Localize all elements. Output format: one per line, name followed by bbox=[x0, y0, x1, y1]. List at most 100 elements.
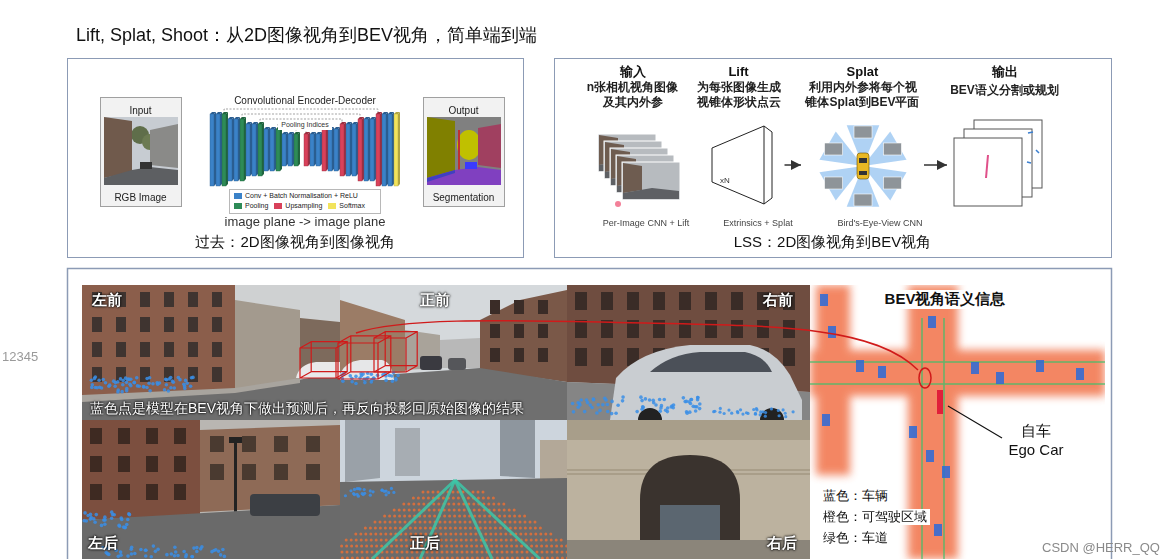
camera-view: 正后 bbox=[340, 420, 567, 559]
diagram-heading: Convolutional Encoder-Decoder bbox=[234, 95, 376, 108]
camera-image bbox=[541, 557, 544, 559]
camera-image bbox=[555, 545, 558, 548]
camera-image bbox=[540, 440, 567, 480]
camera-image bbox=[534, 521, 537, 524]
text-slot: Lift, Splat, Shoot：从2D图像视角到BEV视角，简单端到端 bbox=[76, 24, 537, 47]
camera-image bbox=[523, 515, 526, 518]
bev-map-image bbox=[810, 285, 1105, 559]
encoder-decoder-layers bbox=[380, 112, 382, 186]
text-slot: Per-Image CNN + Lift bbox=[603, 212, 689, 230]
camera-image bbox=[118, 456, 130, 472]
camera-image bbox=[501, 557, 504, 559]
camera-image bbox=[191, 555, 195, 559]
camera-image bbox=[446, 557, 449, 559]
camera-image bbox=[493, 509, 496, 512]
camera-view: 左后 bbox=[82, 420, 340, 559]
camera-image bbox=[472, 503, 475, 506]
camera-image bbox=[404, 533, 407, 536]
camera-image bbox=[90, 484, 102, 500]
camera-image bbox=[545, 545, 548, 548]
camera-image bbox=[456, 557, 459, 559]
camera-image bbox=[601, 403, 605, 407]
camera-image bbox=[82, 285, 340, 420]
camera-image bbox=[359, 533, 362, 536]
camera-image bbox=[465, 539, 468, 542]
camera-image bbox=[370, 372, 374, 376]
camera-image bbox=[384, 521, 387, 524]
camera-image bbox=[567, 420, 810, 440]
text-slot: 利用内外参将每个视 锥体Splat到BEV平面 bbox=[801, 80, 924, 110]
camera-image bbox=[718, 411, 721, 414]
color-key-text: 绿色：车道 bbox=[820, 530, 891, 546]
projected-3d-box bbox=[300, 342, 347, 378]
encoder-decoder-layers bbox=[358, 119, 362, 181]
camera-image bbox=[526, 557, 529, 559]
camera-image bbox=[210, 436, 224, 452]
camera-image bbox=[93, 377, 97, 381]
camera-image bbox=[221, 548, 225, 552]
encoder-decoder-layers bbox=[352, 122, 358, 176]
camera-image bbox=[497, 503, 500, 506]
bev-map-image bbox=[856, 360, 864, 372]
text-slot: BEV视角语义信息 bbox=[860, 290, 1030, 309]
leader-line bbox=[948, 406, 1002, 438]
encoder-decoder-layers bbox=[398, 112, 400, 186]
camera-image bbox=[90, 456, 102, 472]
camera-image bbox=[116, 342, 126, 357]
camera-image bbox=[535, 545, 538, 548]
encoder-decoder-layers bbox=[388, 114, 392, 186]
camera-image bbox=[189, 384, 193, 388]
camera-image bbox=[212, 549, 216, 553]
camera-image bbox=[437, 491, 440, 494]
camera-image bbox=[731, 292, 743, 310]
camera-image bbox=[757, 320, 769, 338]
camera-image bbox=[784, 412, 787, 415]
legend-swatch bbox=[274, 203, 282, 209]
camera-image bbox=[101, 378, 105, 382]
camera-image bbox=[519, 521, 522, 524]
camera-image bbox=[453, 509, 456, 512]
camera-image bbox=[445, 539, 448, 542]
encoder-decoder-layers bbox=[222, 114, 226, 186]
camera-image bbox=[644, 397, 648, 401]
camera-image bbox=[685, 410, 689, 414]
camera-image bbox=[127, 512, 131, 516]
camera-image bbox=[103, 522, 107, 526]
camera-image bbox=[195, 550, 199, 554]
encoder-decoder-layers bbox=[274, 127, 276, 171]
camera-image bbox=[427, 497, 430, 500]
encoder-decoder-layers bbox=[346, 124, 350, 176]
camera-image bbox=[188, 367, 198, 382]
camera-image bbox=[363, 488, 366, 491]
encoder-decoder-layers bbox=[288, 134, 292, 166]
encoder-decoder-layers bbox=[246, 124, 250, 176]
camera-image bbox=[693, 405, 697, 409]
camera-image bbox=[130, 552, 134, 556]
camera-image bbox=[479, 521, 482, 524]
camera-image bbox=[451, 557, 454, 559]
camera-image bbox=[719, 407, 722, 410]
text-slot: image plane -> image plane bbox=[225, 212, 386, 230]
camera-image bbox=[379, 527, 382, 530]
camera-image bbox=[340, 420, 567, 559]
camera-image bbox=[354, 533, 357, 536]
bev-map-image bbox=[1076, 368, 1084, 380]
camera-image bbox=[503, 509, 506, 512]
camera-image bbox=[456, 551, 459, 554]
camera-image bbox=[366, 551, 369, 554]
camera-image bbox=[487, 497, 490, 500]
camera-image bbox=[444, 521, 447, 524]
image-box: InputRGB Image bbox=[100, 97, 182, 207]
camera-image bbox=[689, 402, 693, 406]
camera-image bbox=[530, 545, 533, 548]
camera-image bbox=[448, 515, 451, 518]
text-slot: Convolutional Encoder-Decoder bbox=[234, 90, 376, 108]
camera-image bbox=[354, 382, 358, 386]
legend-entry: Conv + Batch Normalisation + ReLU bbox=[234, 192, 376, 201]
camera-image bbox=[439, 527, 442, 530]
encoder-decoder-layers bbox=[338, 127, 340, 171]
camera-image bbox=[393, 509, 396, 512]
camera-image bbox=[223, 555, 227, 559]
camera-image bbox=[696, 396, 700, 400]
camera-image bbox=[364, 533, 367, 536]
